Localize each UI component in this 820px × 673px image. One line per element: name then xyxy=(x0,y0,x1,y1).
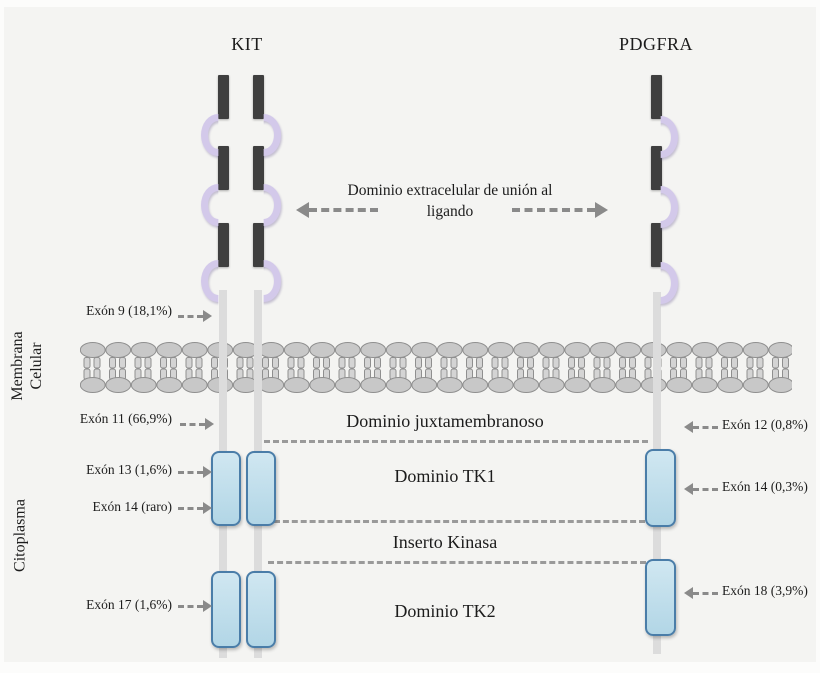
kit-exon13-label: Exón 13 (1,6%) xyxy=(86,462,172,477)
kinase-insert-separator-line xyxy=(268,561,646,564)
juxtamembrane-separator-line xyxy=(264,440,648,443)
pdgfra-segment-bar xyxy=(651,75,662,119)
ig-domain-icon xyxy=(201,260,219,302)
ig-domain-icon xyxy=(201,114,219,156)
ig-domain-icon xyxy=(263,260,281,302)
kit-segment-bar xyxy=(218,146,229,190)
kit-segment-bar xyxy=(253,146,264,190)
tk1-domain-label: Dominio TK1 xyxy=(394,466,496,486)
pdgfra-title: PDGFRA xyxy=(618,34,694,54)
kit-segment-bar xyxy=(218,223,229,267)
kit-exon14-label: Exón 14 (raro) xyxy=(92,499,172,514)
dashed-arrow-left-icon xyxy=(684,483,718,495)
dashed-arrow-right-icon xyxy=(512,202,608,218)
kit-tk1-box xyxy=(211,451,241,526)
arrowhead-left-icon xyxy=(296,202,309,218)
pdgfra-segment-bar xyxy=(651,146,662,190)
dashed-arrow-right-icon xyxy=(180,418,214,430)
ig-domain-icon xyxy=(660,116,678,158)
pdgfra-exon14-label: Exón 14 (0,3%) xyxy=(722,479,808,494)
pdgfra-exon12-label: Exón 12 (0,8%) xyxy=(722,417,808,432)
cytoplasm-region-label: Citoplasma xyxy=(11,499,29,572)
kit-segment-bar xyxy=(253,223,264,267)
dashed-arrow-right-icon xyxy=(178,502,212,514)
dashed-arrow-right-icon xyxy=(178,600,212,612)
tk2-domain-label: Dominio TK2 xyxy=(394,601,496,621)
kit-title: KIT xyxy=(231,34,263,54)
dashed-arrow-left-icon xyxy=(684,587,718,599)
tk1-separator-line xyxy=(274,520,645,523)
kit-tk2-box xyxy=(211,571,241,648)
ig-domain-icon xyxy=(263,114,281,156)
membrane-region-label: Membrana Celular xyxy=(9,331,45,401)
pdgfra-tk2-box xyxy=(645,559,676,636)
kit-segment-bar xyxy=(253,75,264,119)
dashed-arrow-left-icon xyxy=(684,421,718,433)
kit-tk2-box xyxy=(246,571,276,648)
dashed-arrow-right-icon xyxy=(178,310,212,322)
dashed-arrow-right-icon xyxy=(178,466,212,478)
pdgfra-tk1-box xyxy=(645,449,676,527)
dashed-arrow-left-icon xyxy=(296,202,378,218)
extracellular-domain-label: Dominio extracelular de unión al ligando xyxy=(347,182,553,220)
ig-domain-icon xyxy=(263,184,281,226)
kit-exon17-label: Exón 17 (1,6%) xyxy=(86,597,172,612)
kit-tk1-box xyxy=(246,451,276,526)
kit-exon11-label: Exón 11 (66,9%) xyxy=(79,411,172,426)
ig-domain-icon xyxy=(660,186,678,228)
ig-domain-icon xyxy=(660,262,678,304)
pdgfra-segment-bar xyxy=(651,223,662,267)
pdgfra-exon18-label: Exón 18 (3,9%) xyxy=(722,583,808,598)
kit-segment-bar xyxy=(218,75,229,119)
ig-domain-icon xyxy=(201,184,219,226)
arrowhead-right-icon xyxy=(595,202,608,218)
cell-membrane-bilayer-icon xyxy=(80,342,792,393)
kinase-insert-label: Inserto Kinasa xyxy=(392,532,498,552)
kit-exon9-label: Exón 9 (18,1%) xyxy=(86,303,172,318)
juxtamembrane-domain-label: Dominio juxtamembranoso xyxy=(346,411,544,431)
